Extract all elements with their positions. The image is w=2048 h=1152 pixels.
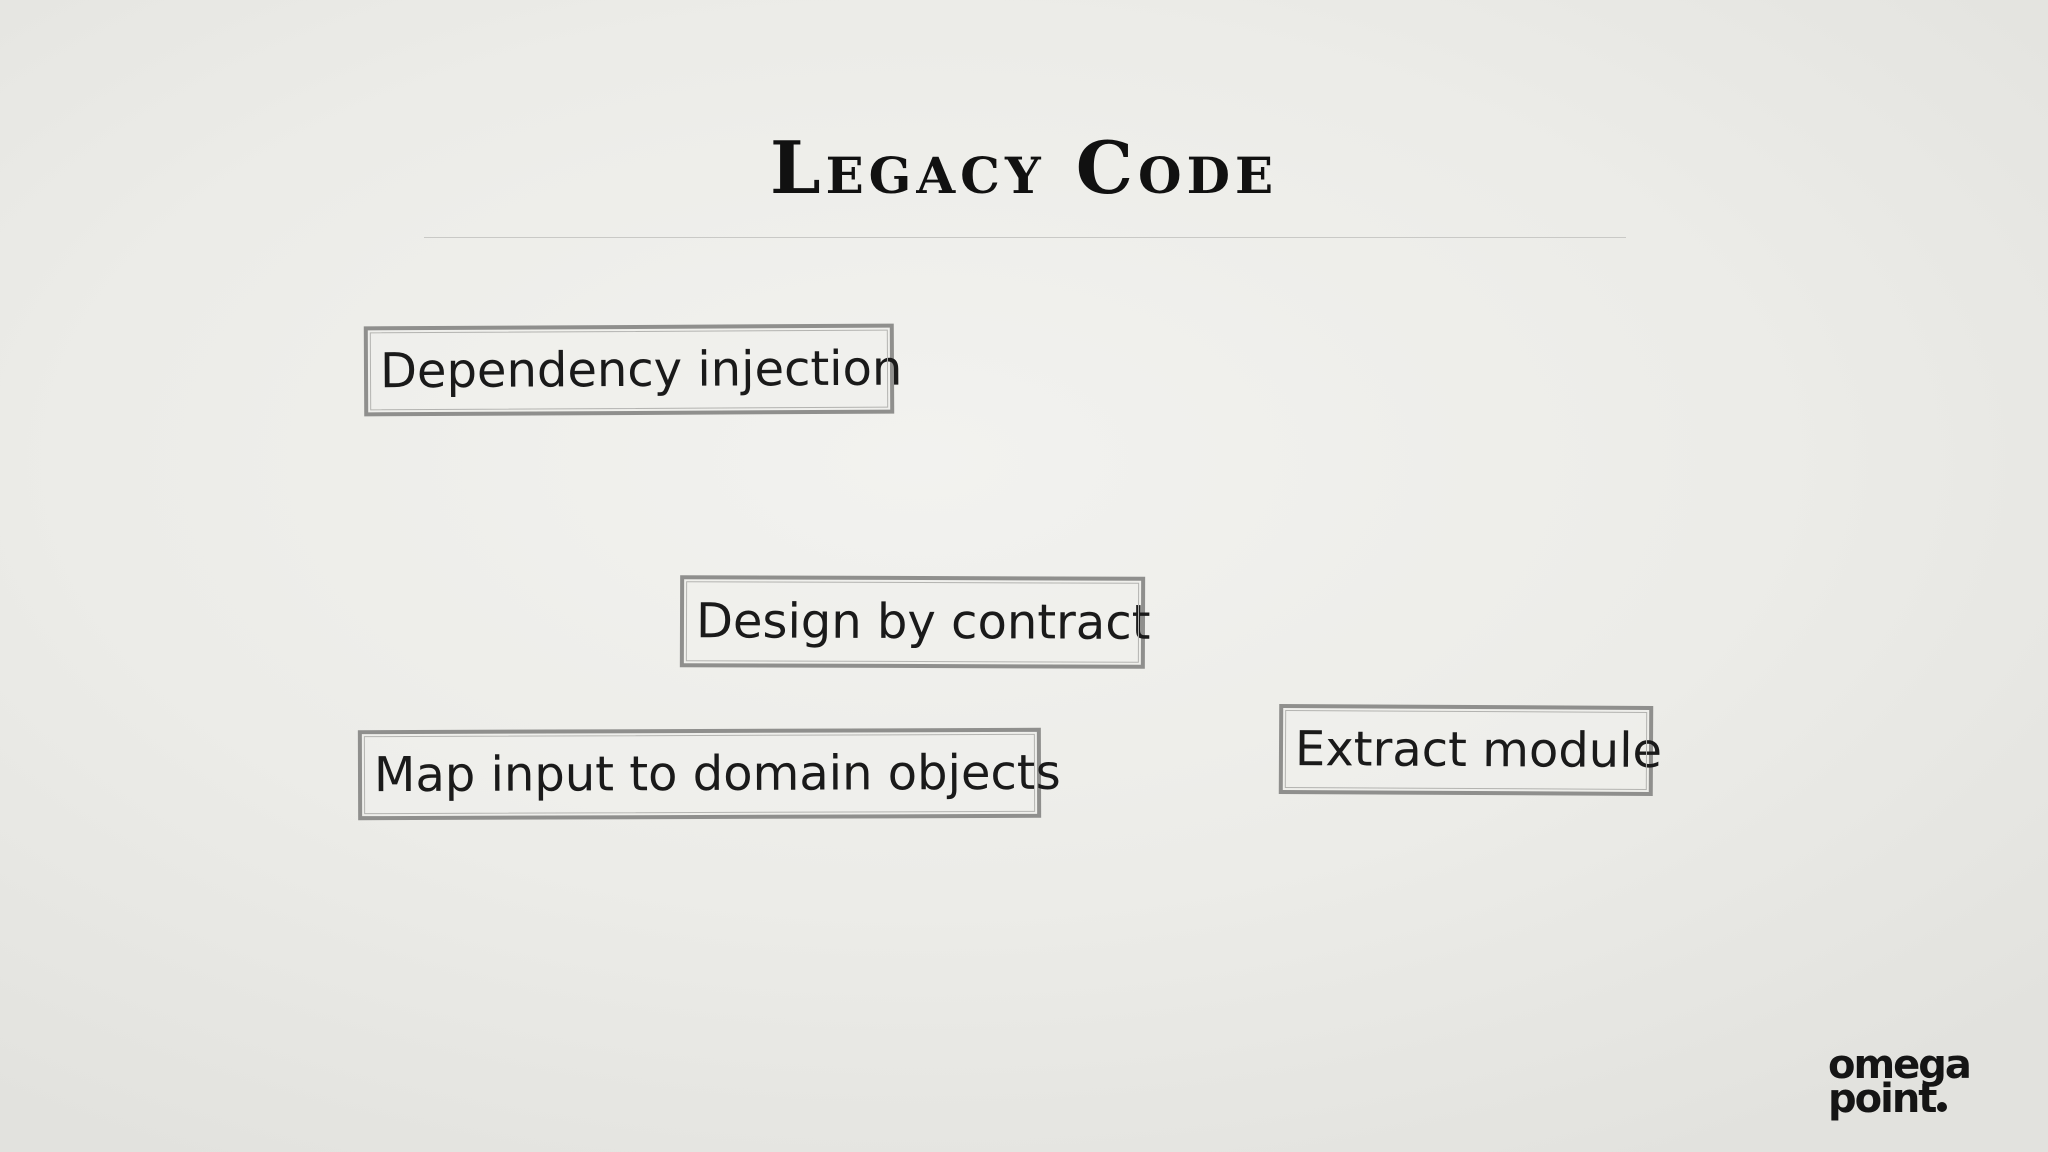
logo-dot-icon [1937,1102,1948,1113]
slide-title: Legacy Code [769,125,1279,210]
logo-line-1: omega [1828,1042,1972,1088]
title-divider [424,237,1626,238]
note-dependency-injection: Dependency injection [363,323,903,417]
note-extract-module: Extract module [1278,704,1662,796]
logo-line-2: point [1828,1076,1937,1123]
omega-point-logo: omega point [1828,1042,2018,1124]
note-map-input-to-domain-objects: Map input to domain objects [357,727,1061,821]
note-design-by-contract: Design by contract [679,575,1151,669]
